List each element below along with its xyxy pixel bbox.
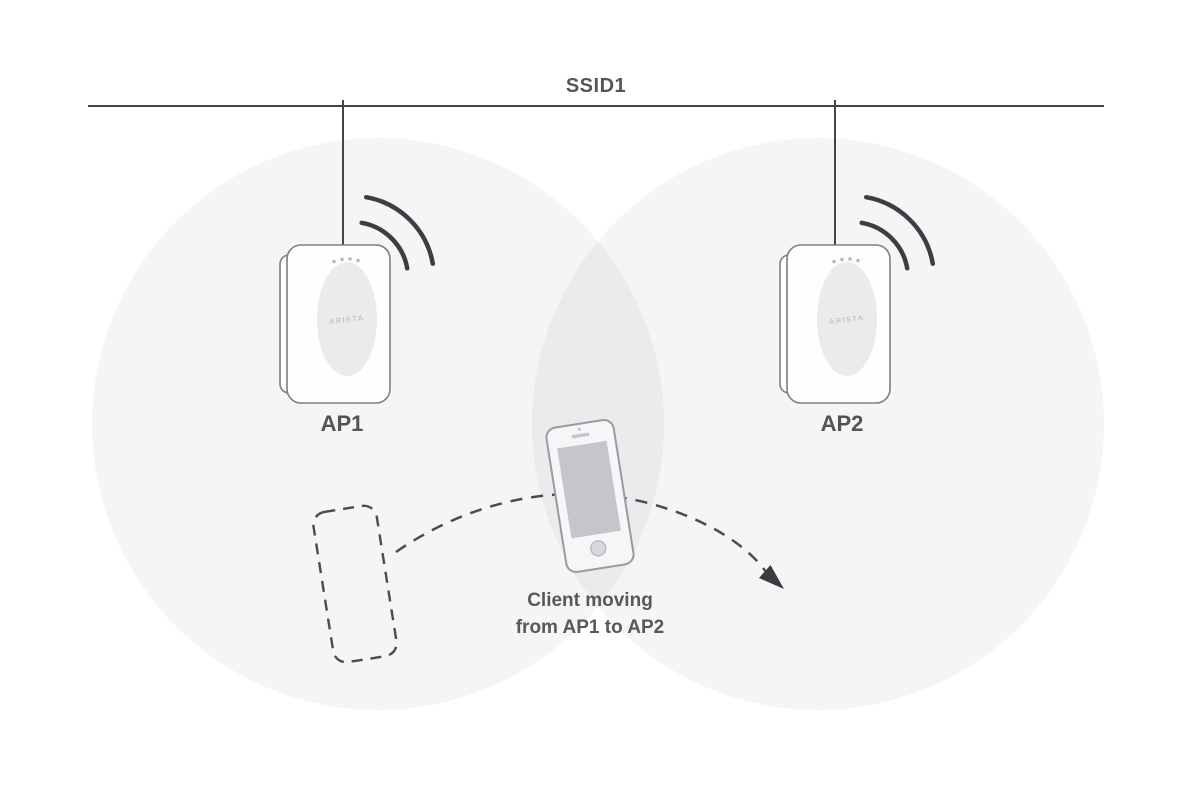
ap2-led-dots <box>832 257 860 264</box>
phone-camera-dot <box>577 427 581 431</box>
client-smartphone-icon <box>545 419 635 573</box>
ap1-device: ARISTA <box>279 244 391 404</box>
ap1-brand-text: ARISTA <box>328 313 365 326</box>
client-caption-line2: from AP1 to AP2 <box>515 617 665 638</box>
phone-home-button <box>590 540 607 557</box>
ap1-label: AP1 <box>320 411 364 436</box>
ap2-device-oval <box>817 262 877 376</box>
ap1-device-oval <box>317 262 377 376</box>
ap2-coverage-circle <box>532 138 1104 710</box>
client-moving-caption: Client moving from AP1 to AP2 <box>460 587 720 641</box>
ap1-coverage-circle <box>92 138 664 710</box>
phone-speaker <box>571 432 590 439</box>
ap1-led-dots <box>332 257 360 264</box>
phone-screen <box>557 440 621 539</box>
arrowhead <box>759 565 784 589</box>
ap2-device: ARISTA <box>779 244 891 404</box>
client-caption-line1: Client moving <box>527 590 653 611</box>
ssid-label: SSID1 <box>565 75 627 97</box>
client-previous-position-dashed-phone-outline-icon <box>312 504 398 664</box>
ap2-label: AP2 <box>820 411 864 436</box>
ap2-brand-text: ARISTA <box>828 313 865 326</box>
